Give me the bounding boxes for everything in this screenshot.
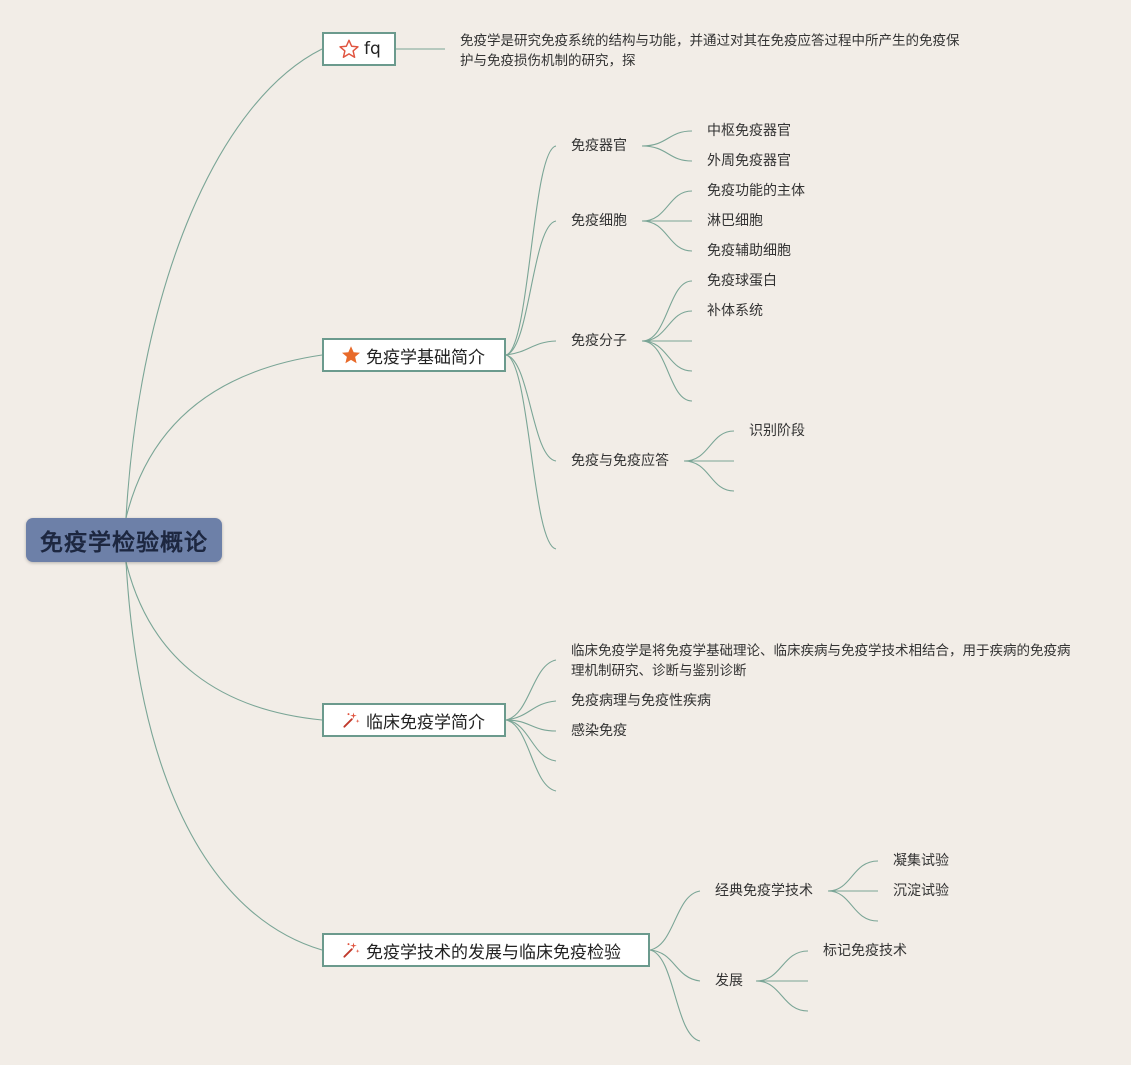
star-outline-icon <box>338 38 360 60</box>
link-root-basics <box>125 354 323 519</box>
subtopic-immune-molecules[interactable]: 免疫分子 <box>571 333 627 349</box>
leaf-agglutination-test[interactable]: 凝集试验 <box>893 853 949 869</box>
topic-fq[interactable]: fq <box>322 32 396 66</box>
leaf-central-immune-organs[interactable]: 中枢免疫器官 <box>707 123 791 139</box>
topic-immunology-basics-label: 免疫学基础简介 <box>366 347 485 368</box>
leaf-precipitation-test[interactable]: 沉淀试验 <box>893 883 949 899</box>
sparkle-wand-icon <box>340 709 362 731</box>
leaf-immune-function-subject[interactable]: 免疫功能的主体 <box>707 183 805 199</box>
leaf-labeled-immunoassay[interactable]: 标记免疫技术 <box>823 943 907 959</box>
topic-fq-label: fq <box>364 39 381 59</box>
topic-clinical-immunology-label: 临床免疫学简介 <box>366 712 485 733</box>
topic-immunology-basics[interactable]: 免疫学基础简介 <box>322 338 506 372</box>
subtopic-immune-cells[interactable]: 免疫细胞 <box>571 213 627 229</box>
subtopic-clinical-definition[interactable]: 临床免疫学是将免疫学基础理论、临床疾病与免疫学技术相结合，用于疾病的免疫病理机制… <box>571 643 1071 679</box>
leaf-accessory-cells[interactable]: 免疫辅助细胞 <box>707 243 791 259</box>
subtopic-development[interactable]: 发展 <box>715 973 743 989</box>
leaf-lymphocytes[interactable]: 淋巴细胞 <box>707 213 763 229</box>
subtopic-immune-organs[interactable]: 免疫器官 <box>571 138 627 154</box>
root-topic[interactable]: 免疫学检验概论 <box>26 518 222 562</box>
leaf-recognition-phase[interactable]: 识别阶段 <box>749 423 805 439</box>
subtopic-infection-immunity[interactable]: 感染免疫 <box>571 723 627 739</box>
star-filled-icon <box>340 344 362 366</box>
subtopic-immunopathology[interactable]: 免疫病理与免疫性疾病 <box>571 693 711 709</box>
subtopic-classic-techniques[interactable]: 经典免疫学技术 <box>715 883 813 899</box>
link-root-tech <box>125 561 323 951</box>
leaf-peripheral-immune-organs[interactable]: 外周免疫器官 <box>707 153 791 169</box>
fq-note[interactable]: 免疫学是研究免疫系统的结构与功能，并通过对其在免疫应答过程中所产生的免疫保护与免… <box>460 33 960 69</box>
link-root-fq <box>125 48 323 519</box>
leaf-complement-system[interactable]: 补体系统 <box>707 303 763 319</box>
topic-immunotechnology[interactable]: 免疫学技术的发展与临床免疫检验 <box>322 933 650 967</box>
topic-immunotechnology-label: 免疫学技术的发展与临床免疫检验 <box>366 942 621 963</box>
sparkle-wand-icon <box>340 939 362 961</box>
topic-clinical-immunology[interactable]: 临床免疫学简介 <box>322 703 506 737</box>
subtopic-immune-response[interactable]: 免疫与免疫应答 <box>571 453 669 469</box>
leaf-immunoglobulin[interactable]: 免疫球蛋白 <box>707 273 777 289</box>
link-root-clinical <box>125 561 323 721</box>
